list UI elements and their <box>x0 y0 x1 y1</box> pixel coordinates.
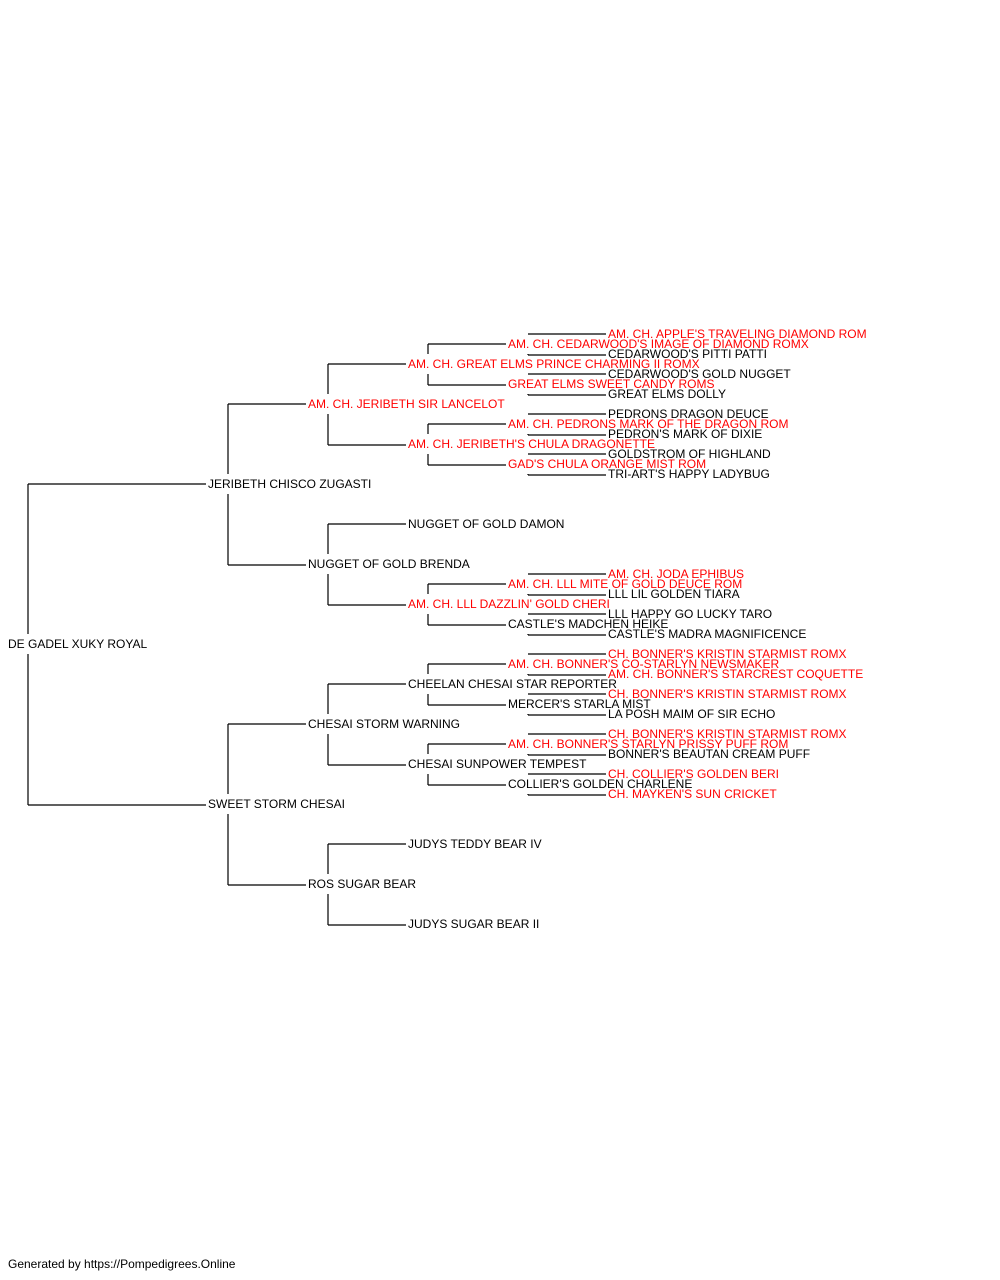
pedigree-name-gen5: CH. BONNER'S KRISTIN STARMIST ROMX <box>608 647 847 661</box>
pedigree-name-gen5: LA POSH MAIM OF SIR ECHO <box>608 707 775 721</box>
pedigree-name-gen4: GREAT ELMS SWEET CANDY ROMS <box>508 377 714 391</box>
pedigree-name-gen3: CHESAI SUNPOWER TEMPEST <box>408 757 587 771</box>
pedigree-name-gen5: PEDRON'S MARK OF DIXIE <box>608 427 762 441</box>
pedigree-name-gen5: GREAT ELMS DOLLY <box>608 387 726 401</box>
pedigree-name-gen5: BONNER'S BEAUTAN CREAM PUFF <box>608 747 810 761</box>
pedigree-name-gen5: LLL LIL GOLDEN TIARA <box>608 587 740 601</box>
pedigree-name-gen5: AM. CH. JODA EPHIBUS <box>608 567 744 581</box>
pedigree-name-gen3: CHEELAN CHESAI STAR REPORTER <box>408 677 617 691</box>
pedigree-name-gen3: JUDYS SUGAR BEAR II <box>408 917 539 931</box>
pedigree-name-gen3: AM. CH. GREAT ELMS PRINCE CHARMING II RO… <box>408 357 700 371</box>
pedigree-name-gen1: JERIBETH CHISCO ZUGASTI <box>208 477 371 491</box>
pedigree-name-gen2: AM. CH. JERIBETH SIR LANCELOT <box>308 397 505 411</box>
pedigree-name-gen4: AM. CH. BONNER'S STARLYN PRISSY PUFF ROM <box>508 737 788 751</box>
pedigree-name-gen2: NUGGET OF GOLD BRENDA <box>308 557 470 571</box>
pedigree-name-gen2: CHESAI STORM WARNING <box>308 717 460 731</box>
pedigree-name-gen5: CH. BONNER'S KRISTIN STARMIST ROMX <box>608 727 847 741</box>
pedigree-name-gen4: AM. CH. LLL MITE OF GOLD DEUCE ROM <box>508 577 742 591</box>
pedigree-name-gen2: ROS SUGAR BEAR <box>308 877 416 891</box>
pedigree-name-gen3: JUDYS TEDDY BEAR IV <box>408 837 542 851</box>
pedigree-name-gen0: DE GADEL XUKY ROYAL <box>8 637 147 651</box>
pedigree-name-gen4: AM. CH. PEDRONS MARK OF THE DRAGON ROM <box>508 417 788 431</box>
pedigree-tree: DE GADEL XUKY ROYAL JERIBETH CHISCO ZUGAS… <box>8 327 867 931</box>
pedigree-name-gen5: TRI-ART'S HAPPY LADYBUG <box>608 467 770 481</box>
pedigree-name-gen5: AM. CH. BONNER'S STARCREST COQUETTE <box>608 667 863 681</box>
pedigree-name-gen4: GAD'S CHULA ORANGE MIST ROM <box>508 457 706 471</box>
pedigree-name-gen4: CASTLE'S MADCHEN HEIKE <box>508 617 668 631</box>
pedigree-name-gen5: CH. MAYKEN'S SUN CRICKET <box>608 787 777 801</box>
pedigree-name-gen5: CASTLE'S MADRA MAGNIFICENCE <box>608 627 806 641</box>
pedigree-name-gen5: AM. CH. APPLE'S TRAVELING DIAMOND ROM <box>608 327 867 341</box>
pedigree-name-gen5: CH. BONNER'S KRISTIN STARMIST ROMX <box>608 687 847 701</box>
pedigree-name-gen5: CEDARWOOD'S PITTI PATTI <box>608 347 767 361</box>
pedigree-name-gen4: MERCER'S STARLA MIST <box>508 697 651 711</box>
pedigree-name-gen5: CEDARWOOD'S GOLD NUGGET <box>608 367 791 381</box>
pedigree-name-gen4: AM. CH. CEDARWOOD'S IMAGE OF DIAMOND ROM… <box>508 337 809 351</box>
pedigree-name-gen4: COLLIER'S GOLDEN CHARLENE <box>508 777 692 791</box>
footer-credit: Generated by https://Pompedigrees.Online <box>8 1257 236 1271</box>
pedigree-name-gen3: NUGGET OF GOLD DAMON <box>408 517 564 531</box>
pedigree-name-gen5: GOLDSTROM OF HIGHLAND <box>608 447 771 461</box>
pedigree-name-gen5: PEDRONS DRAGON DEUCE <box>608 407 769 421</box>
pedigree-name-gen1: SWEET STORM CHESAI <box>208 797 345 811</box>
pedigree-name-gen4: AM. CH. BONNER'S CO-STARLYN NEWSMAKER <box>508 657 780 671</box>
pedigree-name-gen3: AM. CH. LLL DAZZLIN' GOLD CHERI <box>408 597 610 611</box>
pedigree-name-gen3: AM. CH. JERIBETH'S CHULA DRAGONETTE <box>408 437 655 451</box>
pedigree-name-gen5: CH. COLLIER'S GOLDEN BERI <box>608 767 779 781</box>
pedigree-name-gen5: LLL HAPPY GO LUCKY TARO <box>608 607 772 621</box>
